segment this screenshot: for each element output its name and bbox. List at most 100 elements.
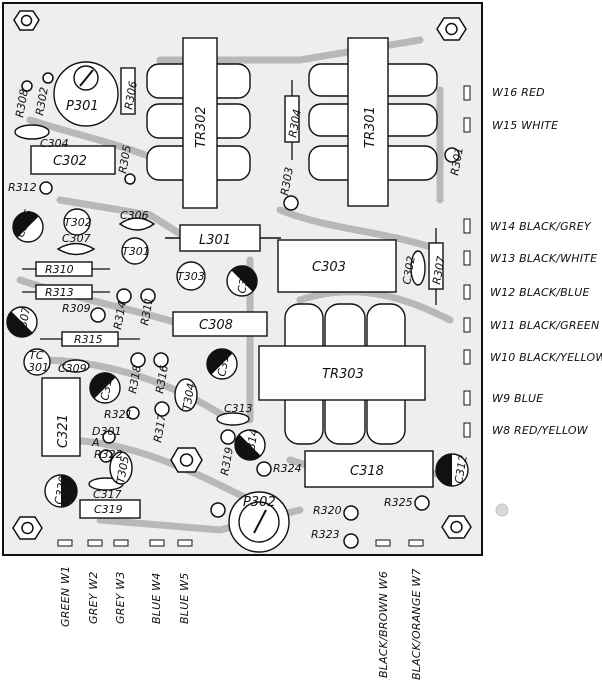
wire-w10-label: W10 BLACK/YELLOW	[490, 351, 602, 364]
capacitor-c313: C312	[435, 453, 470, 487]
capacitor-c306: C306	[118, 209, 156, 231]
t302-label: T302	[64, 216, 92, 229]
wire-w8-label: W8 RED/YELLOW	[492, 424, 589, 437]
r310-label: R310	[45, 263, 74, 276]
transistor-t305: T305	[109, 451, 133, 485]
transistor-t304: T304	[174, 378, 198, 412]
t301-label: T301	[122, 245, 150, 258]
r318-label: R318	[126, 364, 144, 394]
r301-label: R301	[448, 146, 466, 176]
mounting-hole-bottom-right	[441, 515, 472, 539]
r304-label: R304	[286, 108, 304, 138]
tr302-label: TR302	[194, 106, 209, 148]
r315-label: R315	[74, 333, 103, 346]
resistor-r307: R307	[428, 228, 448, 305]
transformer-tr303: TR303	[258, 303, 426, 445]
capacitor-c305: C305	[12, 208, 44, 243]
capacitor-c307: C307	[56, 232, 96, 256]
capacitor-c304: C304	[14, 124, 69, 150]
right-wire-terminals	[463, 85, 471, 438]
t303-label: T303	[177, 270, 205, 283]
resistor-r304: R304	[284, 80, 304, 160]
wire-w1-label: GREEN W1	[59, 566, 72, 627]
c315-label: C314	[243, 428, 261, 459]
capacitor-c316: C315	[89, 371, 121, 404]
transistor-t303: T303	[176, 261, 206, 291]
c309-label: C307	[15, 306, 33, 337]
wire-w9-label: W9 BLUE	[492, 392, 543, 405]
resistor-r313: R313	[22, 284, 110, 300]
capacitor-c311: C310	[226, 264, 258, 297]
capacitor-c309: C307	[6, 306, 38, 338]
c304-label: C304	[40, 137, 69, 150]
trimmer-capacitor-tc301: TC 301	[23, 348, 51, 376]
r314-label: R314	[111, 300, 129, 330]
tc301-label-2: 301	[28, 361, 49, 374]
mounting-hole-center	[170, 447, 203, 473]
r308-label: R308	[13, 88, 31, 118]
c320-label: C320	[52, 475, 70, 506]
c313-label: C312	[452, 454, 470, 485]
wire-w12-label: W12 BLACK/BLUE	[490, 286, 590, 299]
c306-label: C306	[120, 209, 149, 222]
wire-w6-label: BLACK/BROWN W6	[377, 571, 390, 678]
c314-label: C313	[224, 402, 253, 415]
r303-label: R303	[278, 166, 296, 196]
c301-label: C302	[400, 255, 418, 286]
capacitor-c301: C302	[400, 250, 426, 286]
capacitor-c312: C311	[206, 347, 238, 380]
d301-label: D301	[92, 425, 121, 438]
transformer-tr301: TR301	[308, 37, 438, 207]
c303-label: C303	[312, 260, 346, 275]
resistor-r315: R315	[40, 331, 140, 347]
capacitor-c303: C303	[277, 239, 397, 293]
r313-label: R313	[45, 286, 74, 299]
d301-anode-label: A	[91, 436, 100, 449]
r312-label: R312	[8, 181, 37, 194]
capacitor-c318: C318	[304, 450, 434, 488]
wire-w15-label: W15 WHITE	[492, 119, 558, 132]
transformer-tr302: TR302	[146, 37, 251, 209]
resistor-labels: R308 R302 R305 R312 R303 R301 R309 R314 …	[8, 86, 466, 541]
r306-label: R306	[122, 80, 140, 110]
c307-label: C307	[62, 232, 91, 245]
r325-label: R325	[384, 496, 413, 509]
wire-w2-label: GREY W2	[87, 571, 100, 624]
capacitor-c314: C313	[216, 402, 253, 426]
resistor-r310: R310	[22, 261, 110, 277]
c311-label: C310	[235, 264, 253, 295]
potentiometer-p301: P301	[53, 61, 119, 127]
capacitor-c321: C321	[41, 377, 81, 457]
t305-label: T305	[114, 455, 132, 485]
c310-label: C309	[58, 362, 87, 375]
wire-w3-label: GREY W3	[114, 571, 127, 624]
wire-w7-label: BLACK/ORANGE W7	[410, 568, 423, 680]
potentiometer-p302: P302	[228, 491, 290, 553]
capacitor-c310: C309	[58, 359, 90, 375]
r319-label: R319	[218, 446, 236, 476]
r322-label: R322	[94, 448, 123, 461]
wire-w11-label: W11 BLACK/GREEN	[490, 319, 599, 332]
c321-label: C321	[56, 414, 71, 448]
c308-label: C308	[199, 318, 233, 333]
resistor-pads	[21, 72, 509, 549]
c319-label: C319	[94, 503, 123, 516]
r321-label: R321	[104, 408, 133, 421]
r307-label: R307	[430, 255, 448, 285]
r320-label: R320	[313, 504, 342, 517]
r323-label: R323	[311, 528, 340, 541]
transistor-t302: T302	[63, 208, 92, 236]
c316-label: C315	[98, 371, 116, 402]
mounting-hole-bottom-left	[12, 516, 43, 540]
mounting-hole-top-right	[436, 17, 467, 41]
p301-label: P301	[66, 99, 99, 114]
diode-d301: D301 A	[91, 425, 121, 449]
p302-label: P302	[243, 495, 276, 510]
bottom-wire-terminals	[57, 539, 424, 547]
wire-w4-label: BLUE W4	[150, 573, 163, 624]
mounting-hole-top-left	[13, 10, 40, 31]
capacitor-c302: C302	[30, 145, 116, 175]
c317-label: C317	[93, 488, 122, 501]
wire-w16-label: W16 RED	[492, 86, 545, 99]
